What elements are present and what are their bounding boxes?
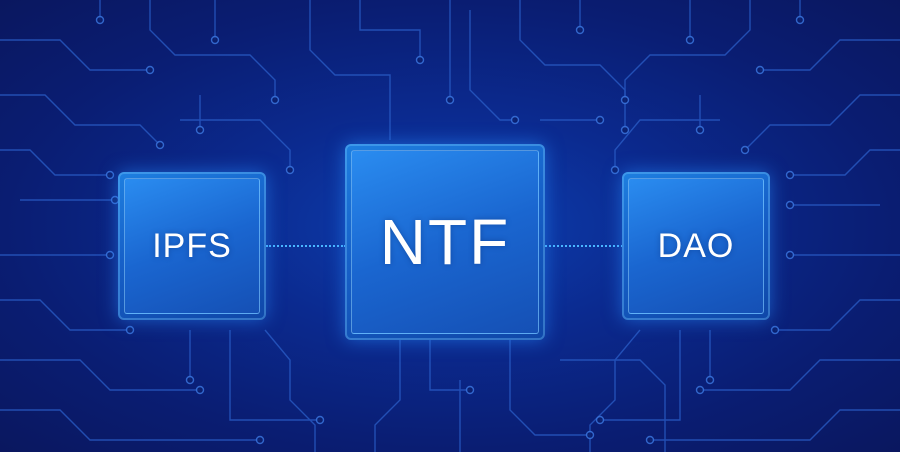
dao-chip-face: DAO <box>628 178 764 314</box>
ntf-chip-face: NTF <box>351 150 539 334</box>
ntf-chip: NTF <box>345 144 545 340</box>
right-connector-line <box>545 245 623 247</box>
dao-label: DAO <box>657 226 735 265</box>
left-connector-line <box>266 245 346 247</box>
ntf-label: NTF <box>379 206 511 278</box>
ipfs-chip-face: IPFS <box>124 178 260 314</box>
ipfs-label: IPFS <box>152 226 232 265</box>
dao-chip: DAO <box>622 172 770 320</box>
ipfs-chip: IPFS <box>118 172 266 320</box>
